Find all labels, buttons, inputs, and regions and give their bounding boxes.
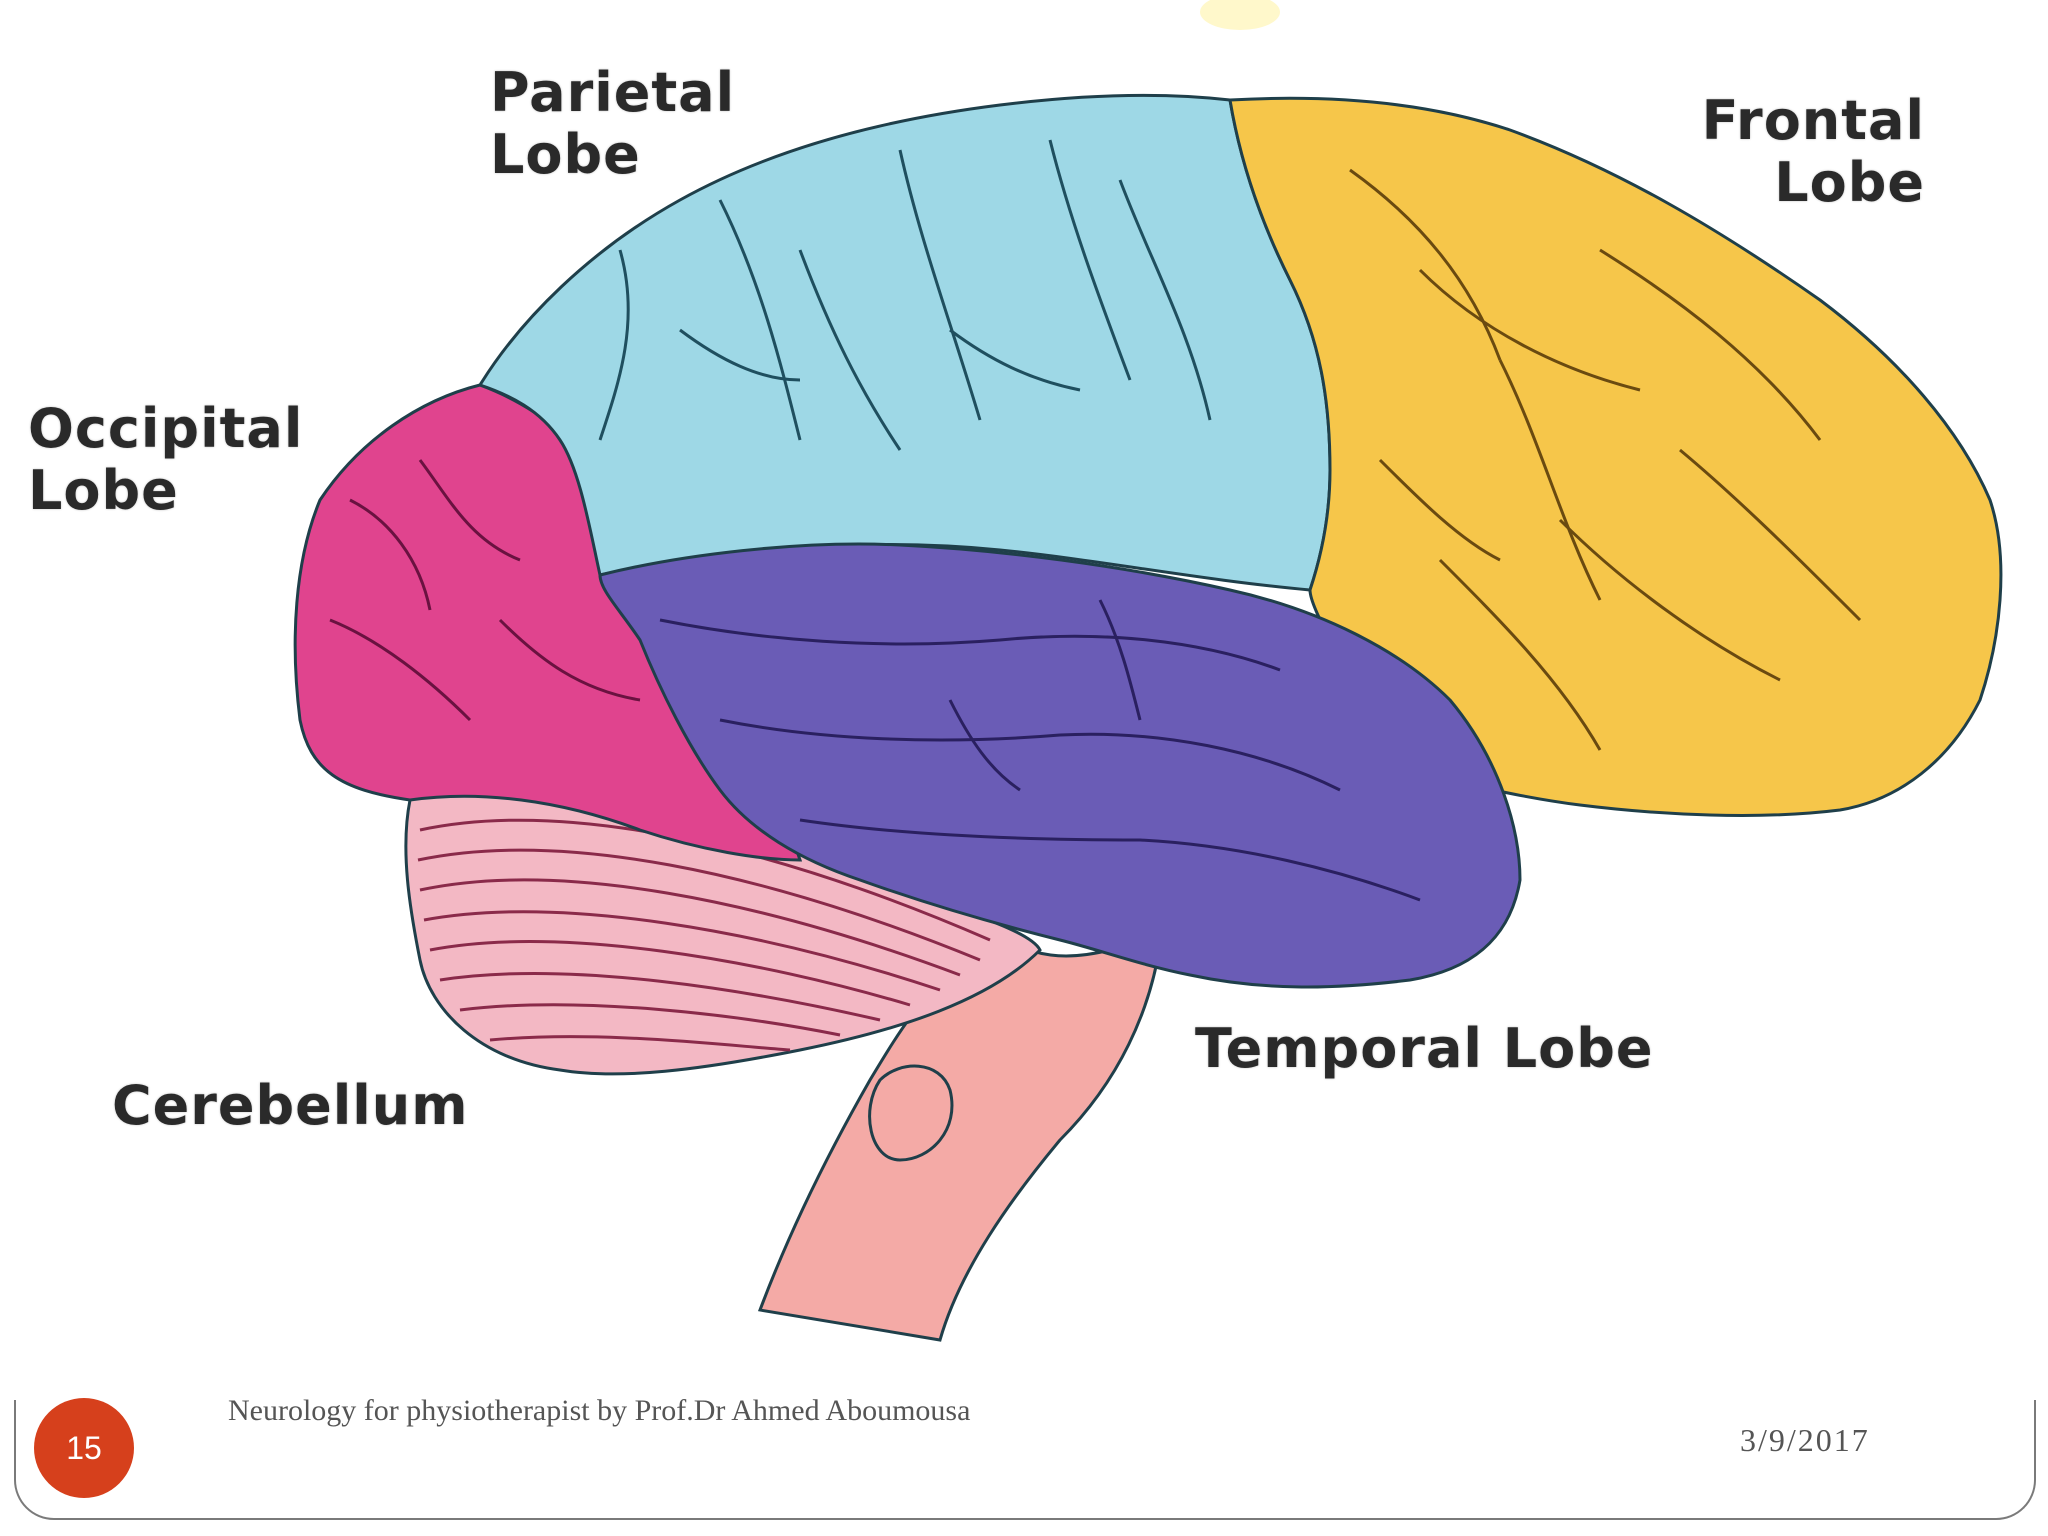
frontal-lobe-region [1228, 96, 2003, 817]
cerebellum-label: Cerebellum [112, 1074, 469, 1137]
cerebellum-region [404, 774, 1042, 1076]
frontal-lobe-label-line-2: Lobe [1774, 151, 1925, 214]
temporal-lobe-label: Temporal Lobe [1195, 1017, 1654, 1080]
parietal-lobe-label: Parietal Lobe [490, 62, 735, 186]
temporal-lobe-region [598, 542, 1522, 989]
frontal-lobe-label: Frontal Lobe [1640, 90, 1925, 214]
brain-diagram [293, 0, 2003, 1342]
footer-date: 3/9/2017 [1740, 1422, 1870, 1458]
page-number-badge: 15 [34, 1398, 134, 1498]
frontal-lobe-label-line-1: Frontal [1701, 89, 1925, 152]
occipital-lobe-label-line-1: Occipital [28, 397, 304, 460]
parietal-lobe-label-line-1: Parietal [490, 61, 736, 124]
glow-mark [1200, 0, 1280, 30]
occipital-lobe-region [293, 383, 803, 862]
occipital-lobe-label-line-2: Lobe [28, 459, 179, 522]
occipital-lobe-label: Occipital Lobe [28, 398, 303, 522]
footer-credit: Neurology for physiotherapist by Prof.Dr… [228, 1394, 971, 1427]
parietal-lobe-region [477, 93, 1332, 592]
footer-frame [14, 1400, 2036, 1520]
parietal-lobe-label-line-2: Lobe [490, 123, 641, 186]
